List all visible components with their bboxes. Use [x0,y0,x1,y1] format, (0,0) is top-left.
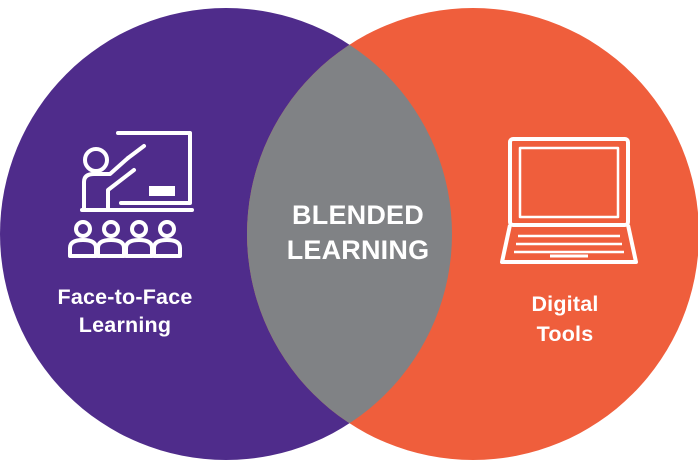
right-label-line2: Tools [536,322,594,346]
left-label-line1: Face-to-Face [57,285,193,309]
laptop-icon [500,137,638,264]
digital-tools-label: Digital Tools [490,289,640,349]
face-to-face-learning-label: Face-to-Face Learning [20,283,230,339]
blended-learning-label: BLENDED LEARNING [247,198,469,268]
center-label-line1: BLENDED [292,200,424,230]
center-label-line2: LEARNING [286,235,430,265]
classroom-teacher-icon [68,131,194,258]
right-label-line1: Digital [531,292,599,316]
blended-learning-overlap [247,8,452,460]
left-label-line2: Learning [78,313,172,337]
